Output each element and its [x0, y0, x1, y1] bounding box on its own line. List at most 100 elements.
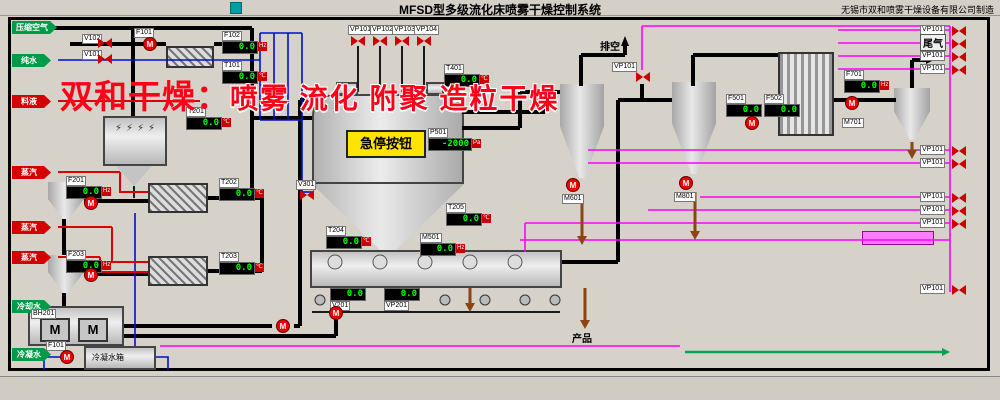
display-value-M501: 0.0	[420, 243, 456, 256]
display-unit-F701: Hz	[880, 81, 890, 90]
label-VP101-8: VP101	[920, 145, 946, 155]
manufacturer-label: 无锡市双和喷雾干燥设备有限公司制造	[840, 5, 994, 15]
valve-triangle	[952, 193, 959, 203]
valve-triangle	[952, 39, 959, 49]
label-BH201-23: BH201	[31, 309, 57, 319]
motor-8[interactable]: M	[276, 319, 290, 333]
motor-7[interactable]: M	[845, 96, 859, 110]
display-unit-F201: Hz	[102, 187, 112, 196]
valve-8[interactable]	[952, 52, 966, 62]
display-unit-T401: ℃	[480, 75, 489, 84]
motor-5[interactable]: M	[679, 176, 693, 190]
display-value-F502: 0.0	[764, 104, 800, 117]
valve-triangle	[300, 190, 307, 200]
motor-3[interactable]: M	[537, 92, 551, 106]
valve-triangle	[424, 36, 431, 46]
display-unit-F102: Hz	[258, 42, 268, 51]
valve-12[interactable]	[952, 193, 966, 203]
valve-10[interactable]	[952, 146, 966, 156]
display-label-F201: F201	[66, 176, 86, 186]
motor-0[interactable]: M	[143, 37, 157, 51]
label-VP101-6: VP101	[920, 51, 946, 61]
display-label-T204: T204	[326, 226, 346, 236]
label-VP104-3: VP104	[414, 25, 440, 35]
display-label-M501: M501	[420, 233, 442, 243]
valve-11[interactable]	[952, 159, 966, 169]
display-value-V201: 0.0	[330, 288, 366, 301]
display-label-F701: F701	[844, 70, 864, 80]
label-M701-21: M701	[842, 118, 864, 128]
motor-4[interactable]: M	[566, 178, 580, 192]
bag-filter: ⚡⚡⚡⚡	[103, 116, 167, 166]
display-unit-T201: ℃	[222, 118, 231, 127]
valve-triangle	[417, 36, 424, 46]
valve-triangle	[959, 219, 966, 229]
display-unit-F203: Hz	[102, 261, 112, 270]
valve-triangle	[959, 159, 966, 169]
motor-2[interactable]: M	[84, 268, 98, 282]
display-unit-P501: Pa	[472, 139, 482, 148]
valve-9[interactable]	[952, 65, 966, 75]
valve-triangle	[307, 190, 314, 200]
display-label-T201: T201	[186, 107, 206, 117]
display-value-T101: 0.0	[222, 71, 258, 84]
valve-17[interactable]	[300, 190, 314, 200]
valve-16[interactable]	[636, 72, 650, 82]
display-label-T202: T202	[219, 178, 239, 188]
valve-triangle	[643, 72, 650, 82]
display-label-T401: T401	[444, 64, 464, 74]
valve-2[interactable]	[351, 36, 365, 46]
valve-triangle	[952, 65, 959, 75]
label-VP101-14: VP101	[612, 62, 638, 72]
pipe-text-1: 尾气	[920, 34, 946, 51]
display-value-F201: 0.0	[66, 186, 102, 199]
valve-5[interactable]	[417, 36, 431, 46]
valve-13[interactable]	[952, 206, 966, 216]
valve-triangle	[959, 65, 966, 75]
display-value-T202: 0.0	[219, 188, 255, 201]
label-VP101-9: VP101	[920, 158, 946, 168]
heat-exchanger-2	[148, 256, 208, 286]
display-label-F203: F203	[66, 250, 86, 260]
fluid-bed	[310, 250, 562, 288]
motor-10[interactable]: M	[60, 350, 74, 364]
valve-0[interactable]	[98, 38, 112, 48]
display-label-VP201: VP201	[384, 301, 410, 311]
pulse-icon: ⚡	[137, 123, 145, 134]
valve-triangle	[952, 146, 959, 156]
valve-triangle	[373, 36, 380, 46]
valve-triangle	[952, 206, 959, 216]
page-title: MFSD型多级流化床喷雾干燥控制系统	[399, 3, 601, 17]
motor-9[interactable]: M	[329, 306, 343, 320]
valve-14[interactable]	[952, 219, 966, 229]
valve-triangle	[959, 193, 966, 203]
display-unit-T204: ℃	[362, 237, 371, 246]
valve-4[interactable]	[395, 36, 409, 46]
display-label-T101: T101	[222, 61, 242, 71]
display-value-T205: 0.0	[446, 213, 482, 226]
display-unit-M501: Hz	[456, 244, 466, 253]
valve-15[interactable]	[952, 285, 966, 295]
valve-7[interactable]	[952, 39, 966, 49]
label-F101-17: F101	[134, 28, 154, 38]
heat-exchanger-1	[148, 183, 208, 213]
bh201-motor-2[interactable]: M	[78, 318, 108, 342]
display-label-T205: T205	[446, 203, 466, 213]
emergency-stop-button[interactable]: 急停按钮	[346, 130, 426, 158]
pulse-icon: ⚡	[114, 123, 122, 134]
display-value-F501: 0.0	[726, 104, 762, 117]
titlebar-icon	[230, 2, 242, 14]
valve-triangle	[105, 54, 112, 64]
valve-1[interactable]	[98, 54, 112, 64]
motor-1[interactable]: M	[84, 196, 98, 210]
display-value-T401: 0.0	[444, 74, 480, 87]
valve-3[interactable]	[373, 36, 387, 46]
label-VP101-12: VP101	[920, 218, 946, 228]
valve-triangle	[105, 38, 112, 48]
valve-6[interactable]	[952, 26, 966, 36]
motor-6[interactable]: M	[745, 116, 759, 130]
pipe-text-3: 冷凝水箱	[92, 353, 124, 362]
diagram-frame	[8, 17, 990, 371]
